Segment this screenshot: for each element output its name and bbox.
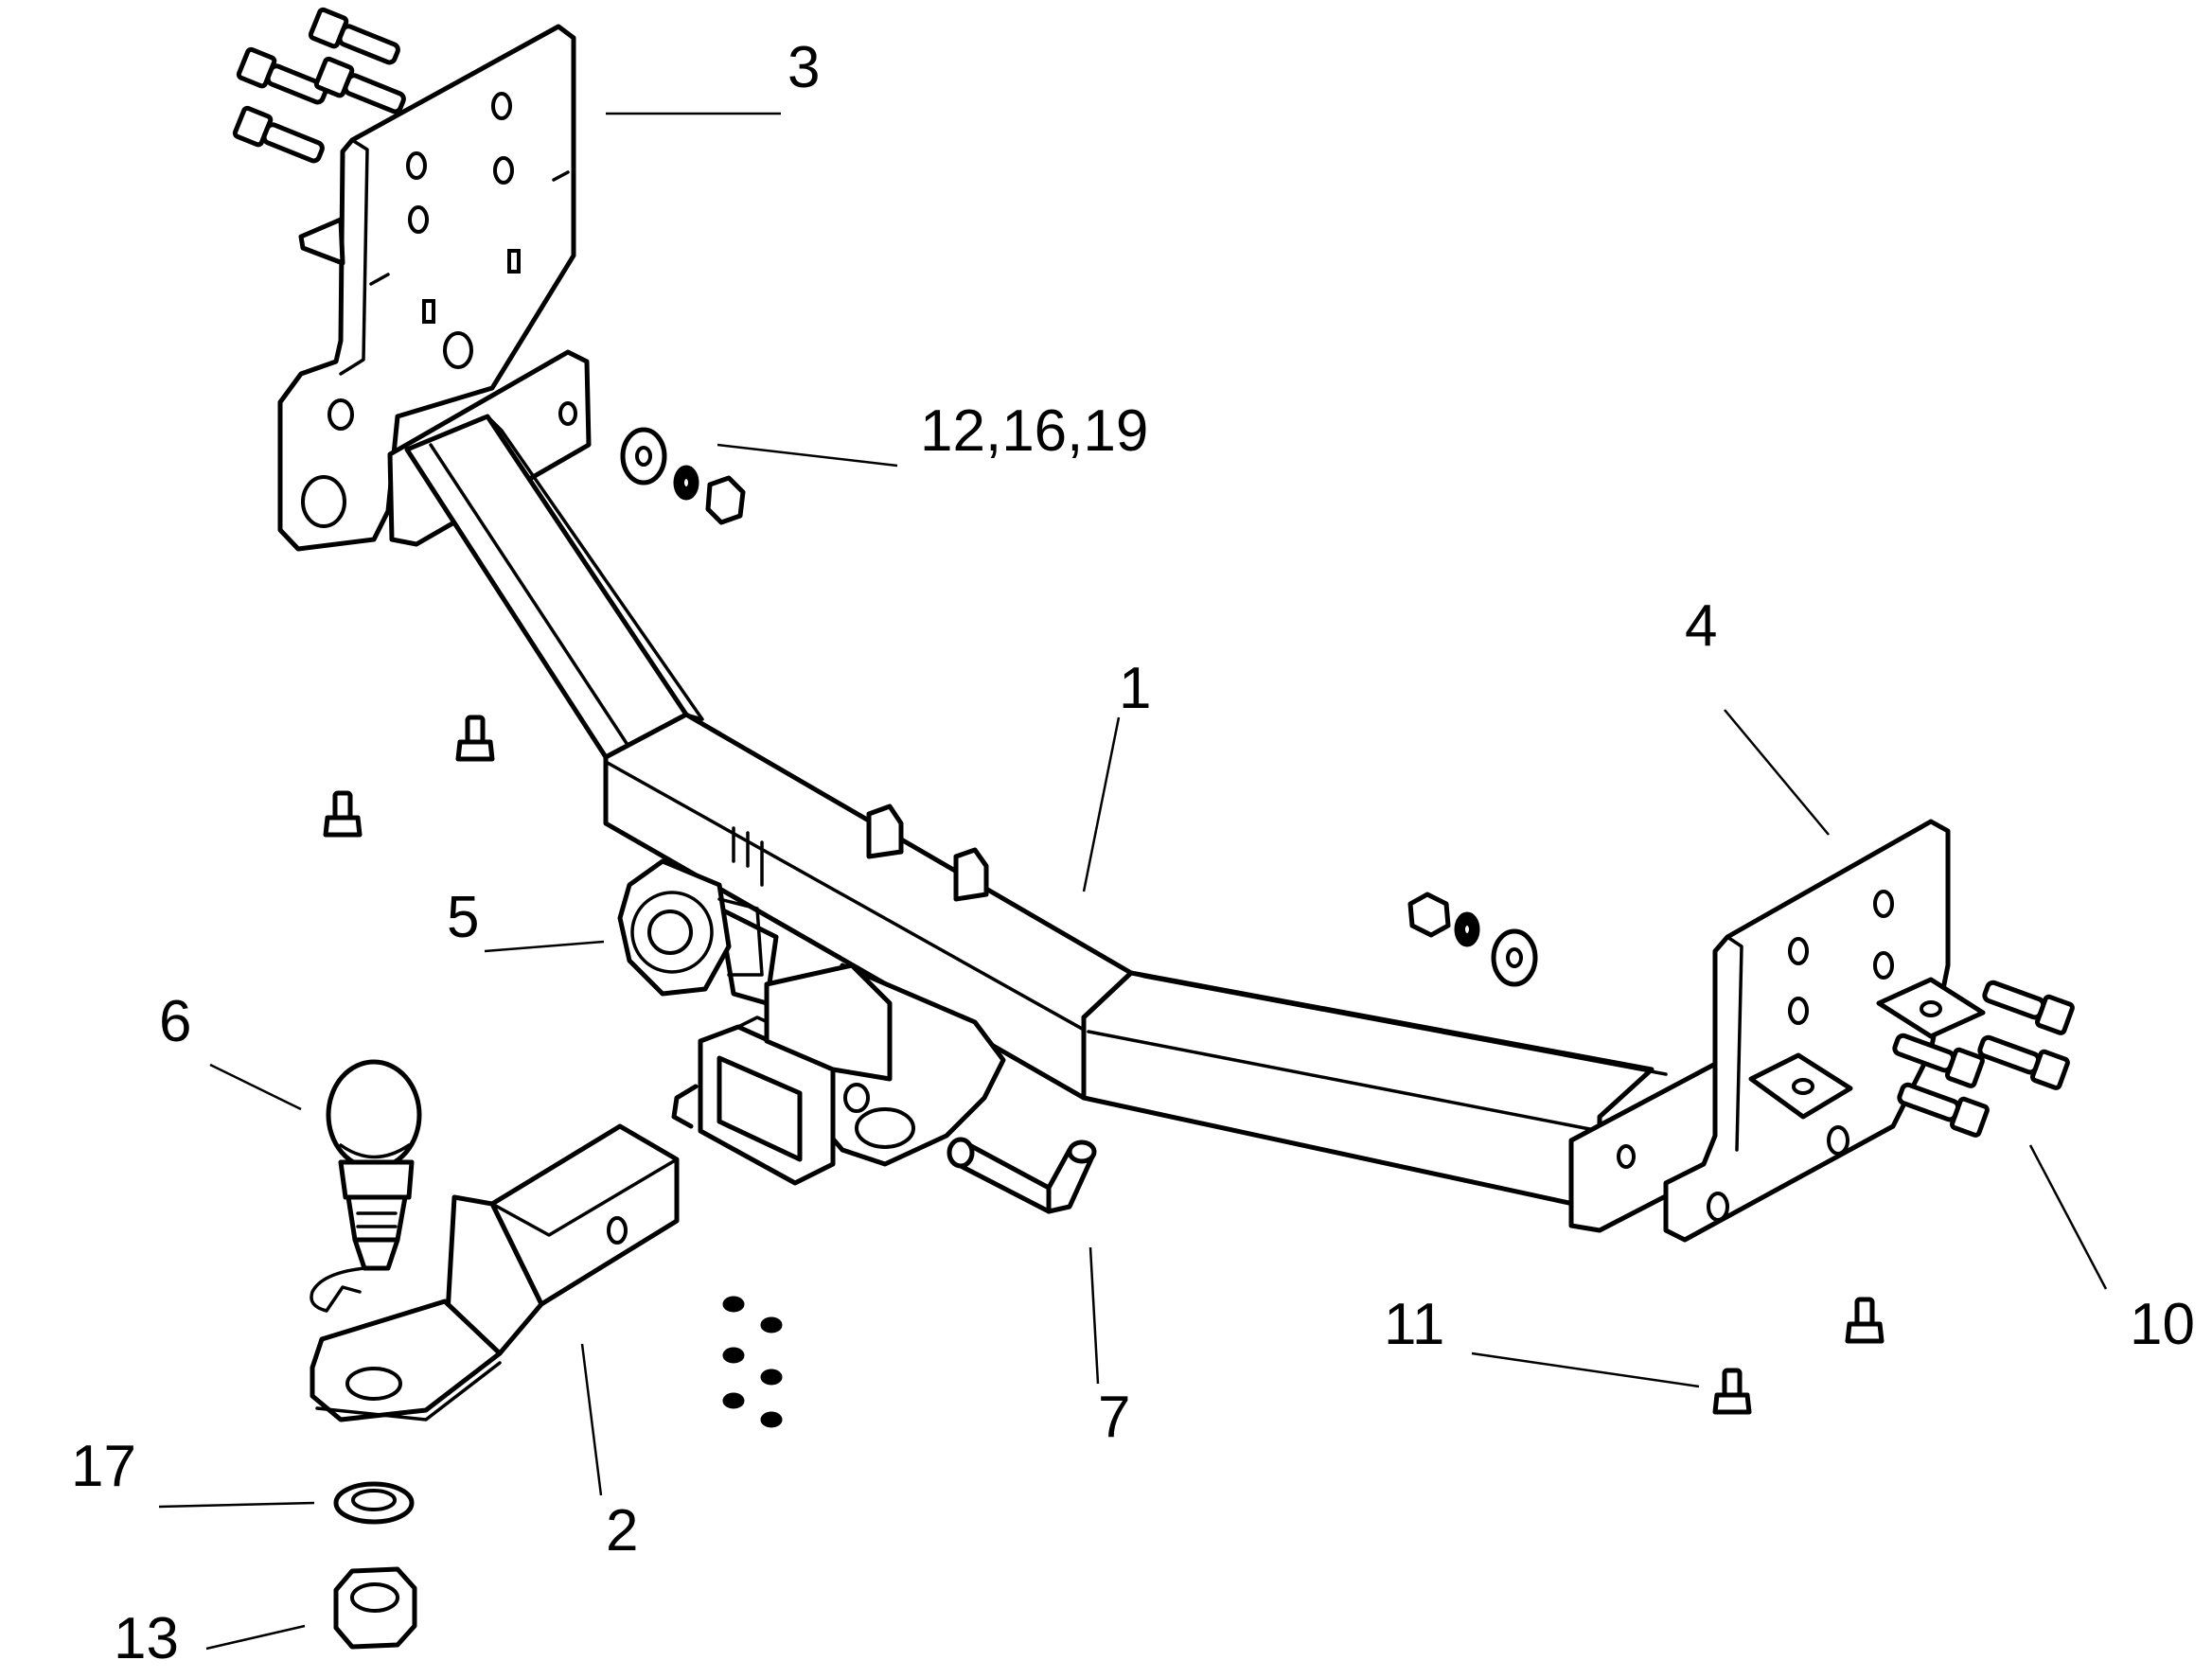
callout-6: 6	[159, 989, 191, 1054]
electrical-socket	[617, 858, 764, 997]
hex-nut	[333, 1566, 417, 1650]
callout-4: 4	[1685, 593, 1717, 659]
hitch-receiver	[671, 963, 1006, 1186]
bracket-bolts-left	[232, 7, 406, 164]
washer-nut-set-left	[620, 427, 746, 525]
callout-17: 17	[71, 1434, 136, 1499]
washer-nut-set-right	[1407, 892, 1538, 987]
washer	[333, 1481, 415, 1525]
callout-12-16-19: 12,16,19	[920, 398, 1148, 464]
callout-labels: 3 12,16,19 1 4 5 6 7 2 10 11 17 13	[71, 35, 2195, 1671]
ball-mount	[310, 1123, 680, 1422]
hitch-pin	[947, 1137, 1097, 1214]
tow-ball	[310, 1059, 422, 1313]
small-bolts	[323, 715, 1885, 1415]
callout-2: 2	[606, 1498, 638, 1563]
leader-lines	[158, 112, 2108, 1651]
bracket-bolts-right	[1892, 980, 2075, 1138]
callout-3: 3	[787, 35, 820, 100]
callout-5: 5	[447, 885, 479, 950]
right-mounting-bracket	[1663, 819, 1986, 1243]
small-fasteners	[722, 1296, 783, 1428]
callout-11: 11	[1384, 1292, 1444, 1357]
left-mounting-bracket	[277, 24, 576, 552]
callout-7: 7	[1098, 1385, 1130, 1450]
main-crossbar	[387, 349, 1740, 1233]
callout-1: 1	[1119, 656, 1151, 721]
callout-10: 10	[2130, 1292, 2195, 1357]
callout-13: 13	[114, 1606, 179, 1671]
